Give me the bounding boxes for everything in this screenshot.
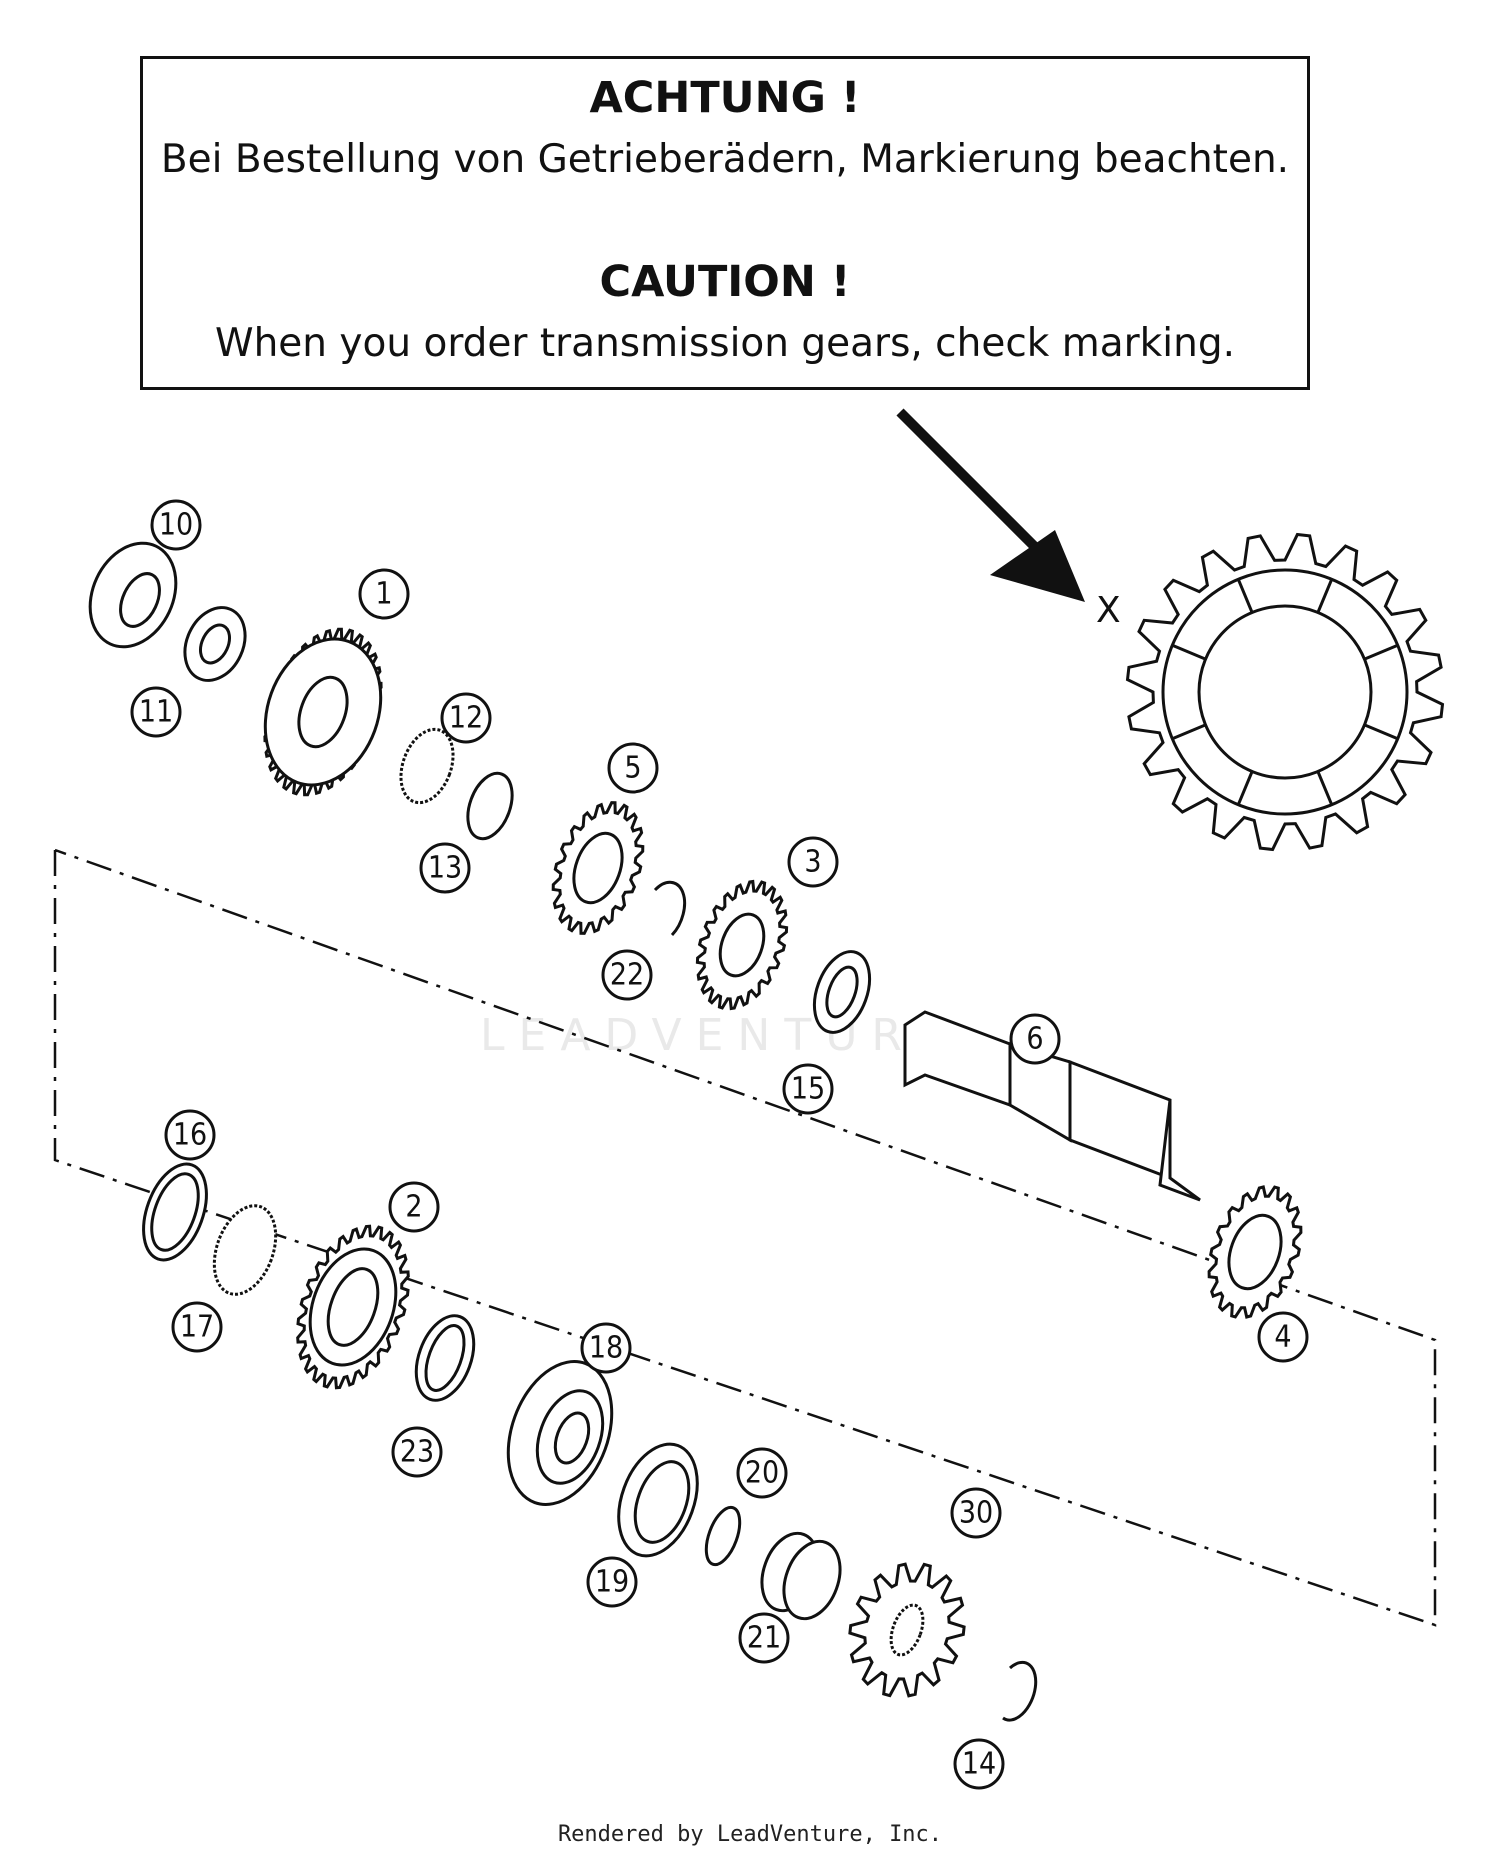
svg-text:21: 21	[747, 1621, 781, 1656]
callout-11: 11	[130, 686, 182, 738]
svg-text:17: 17	[180, 1310, 214, 1345]
svg-text:14: 14	[962, 1747, 996, 1782]
svg-text:10: 10	[159, 508, 193, 543]
gear-segment-divider	[1363, 723, 1399, 741]
warning-title-en: CAUTION !	[599, 257, 851, 307]
svg-text:13: 13	[428, 851, 462, 886]
svg-text:30: 30	[959, 1496, 993, 1531]
svg-text:1: 1	[375, 577, 392, 612]
callout-17: 17	[171, 1301, 223, 1353]
detail-gear: X	[1096, 532, 1445, 852]
svg-text:18: 18	[589, 1331, 623, 1366]
callout-23: 23	[391, 1426, 443, 1478]
callout-12: 12	[440, 692, 492, 744]
group-outline	[53, 848, 1437, 1627]
svg-text:20: 20	[745, 1456, 779, 1491]
callout-3: 3	[787, 836, 839, 888]
callout-10: 10	[150, 499, 202, 551]
svg-text:22: 22	[610, 958, 644, 993]
callout-20: 20	[736, 1447, 788, 1499]
shaft-part-6	[903, 1010, 1012, 1108]
gear-segment-divider	[1316, 770, 1334, 806]
svg-text:6: 6	[1026, 1022, 1043, 1057]
callout-2: 2	[388, 1181, 440, 1233]
svg-text:15: 15	[791, 1072, 825, 1107]
warning-text-de: Bei Bestellung von Getrieberädern, Marki…	[160, 137, 1290, 182]
gear-segment-divider	[1316, 578, 1334, 614]
parts-upper	[88, 541, 1303, 1319]
callout-15: 15	[782, 1063, 834, 1115]
warning-title-de: ACHTUNG !	[589, 73, 861, 123]
callout-18: 18	[580, 1322, 632, 1374]
gear-segment-divider	[1171, 723, 1207, 741]
gear-segment-divider	[1236, 770, 1254, 806]
svg-text:11: 11	[139, 695, 173, 730]
callout-1: 1	[358, 568, 410, 620]
svg-text:23: 23	[400, 1435, 434, 1470]
watermark: LEADVENTURE	[480, 1010, 958, 1061]
svg-text:3: 3	[804, 845, 821, 880]
svg-text:19: 19	[595, 1565, 629, 1600]
callout-4: 4	[1257, 1311, 1309, 1363]
callout-13: 13	[419, 842, 471, 894]
callout-6: 6	[1009, 1013, 1061, 1065]
footer-credit: Rendered by LeadVenture, Inc.	[557, 1822, 943, 1847]
callout-19: 19	[586, 1556, 638, 1608]
callout-14: 14	[953, 1738, 1005, 1790]
gear-segment-divider	[1171, 643, 1207, 661]
svg-text:16: 16	[173, 1118, 207, 1153]
warning-box: ACHTUNG ! Bei Bestellung von Getrieberäd…	[140, 56, 1310, 390]
svg-text:4: 4	[1274, 1320, 1291, 1355]
callout-21: 21	[738, 1612, 790, 1664]
callout-16: 16	[164, 1109, 216, 1161]
callout-5: 5	[607, 742, 659, 794]
svg-text:2: 2	[405, 1190, 422, 1225]
gear-segment-divider	[1236, 578, 1254, 614]
svg-text:12: 12	[449, 701, 483, 736]
marking-arrow	[896, 408, 1085, 602]
warning-text-en: When you order transmission gears, check…	[215, 321, 1235, 366]
gear-segment-divider	[1363, 643, 1399, 661]
callout-30: 30	[950, 1487, 1002, 1539]
callout-22: 22	[601, 949, 653, 1001]
marking-x: X	[1096, 590, 1121, 631]
parts-lower	[142, 1162, 1038, 1722]
svg-text:5: 5	[624, 751, 641, 786]
